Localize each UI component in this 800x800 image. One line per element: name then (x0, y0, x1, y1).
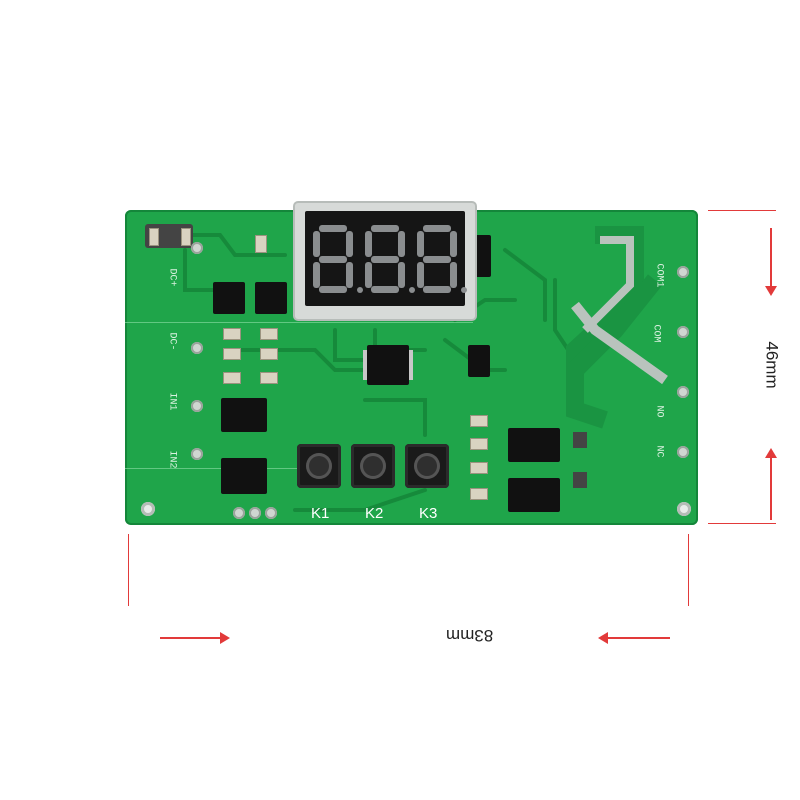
capacitor-component (255, 235, 267, 253)
board-divider-line (125, 468, 315, 469)
button-label-k1: K1 (311, 505, 330, 522)
height-extension-line-bottom (708, 523, 776, 524)
mounting-hole (677, 502, 691, 516)
display-digit (313, 225, 363, 293)
button-label-k2: K2 (365, 505, 384, 522)
button-k3[interactable] (405, 444, 449, 488)
resistor-component (470, 415, 488, 427)
button-k1[interactable] (297, 444, 341, 488)
resistor-component (260, 348, 278, 360)
display-digit (417, 225, 467, 293)
height-arrow-bottom (770, 458, 772, 520)
regulator-chip (213, 282, 245, 314)
terminal-pad (677, 446, 689, 458)
button-cap (360, 453, 386, 479)
silk-label-no: NO (653, 405, 665, 418)
resistor-component (223, 328, 241, 340)
arrow-down-icon (765, 286, 777, 296)
optocoupler-chip (221, 458, 267, 494)
terminal-pad (677, 266, 689, 278)
arrow-left-icon (598, 632, 608, 644)
terminal-pad (191, 400, 203, 412)
header-pad (233, 507, 245, 519)
width-dimension-label: 83mm (446, 626, 494, 645)
resistor-component (223, 348, 241, 360)
trace-layer (163, 226, 668, 512)
silk-label-nc: NC (653, 445, 665, 458)
terminal-pad (191, 342, 203, 354)
resistor-component (260, 328, 278, 340)
height-arrow-top (770, 228, 772, 290)
terminal-pad (677, 326, 689, 338)
terminal-pad (677, 386, 689, 398)
silk-label-dc-minus: DC- (166, 332, 178, 351)
regulator-chip (255, 282, 287, 314)
header-pad (265, 507, 277, 519)
display-face (305, 211, 467, 306)
resistor-component (260, 372, 278, 384)
width-extension-line-left (128, 534, 129, 606)
silk-label-com1: COM1 (653, 263, 665, 288)
diode-pad (181, 228, 191, 246)
terminal-pad (191, 448, 203, 460)
display-digit (365, 225, 415, 293)
small-transistor (573, 472, 587, 488)
button-k2[interactable] (351, 444, 395, 488)
resistor-component (223, 372, 241, 384)
small-transistor (573, 432, 587, 448)
silk-label-in2: IN2 (166, 450, 178, 469)
button-cap (414, 453, 440, 479)
seven-segment-display (295, 203, 475, 319)
relay-driver-chip (508, 478, 560, 512)
resistor-component (470, 462, 488, 474)
height-extension-line-top (708, 210, 776, 211)
diode-pad (149, 228, 159, 246)
button-cap (306, 453, 332, 479)
transistor-chip (468, 345, 490, 377)
button-label-k3: K3 (419, 505, 438, 522)
diode-chip (475, 235, 491, 277)
width-arrow-right (608, 637, 670, 639)
silk-label-com2: COM (650, 324, 662, 343)
arrow-up-icon (765, 448, 777, 458)
arrow-right-icon (220, 632, 230, 644)
silk-label-dc-plus: DC+ (166, 268, 178, 287)
width-extension-line-right (688, 534, 689, 606)
header-pad (249, 507, 261, 519)
silk-label-in1: IN1 (166, 392, 178, 411)
terminal-pad (191, 242, 203, 254)
width-arrow-left (160, 637, 222, 639)
resistor-component (470, 488, 488, 500)
microcontroller-chip (367, 345, 409, 385)
chip-pins (409, 350, 413, 380)
relay-driver-chip (508, 428, 560, 462)
board-divider-line (125, 322, 473, 323)
resistor-component (470, 438, 488, 450)
height-dimension-label: 46mm (762, 341, 782, 389)
mounting-hole (141, 502, 155, 516)
optocoupler-chip (221, 398, 267, 432)
chip-pins (363, 350, 367, 380)
